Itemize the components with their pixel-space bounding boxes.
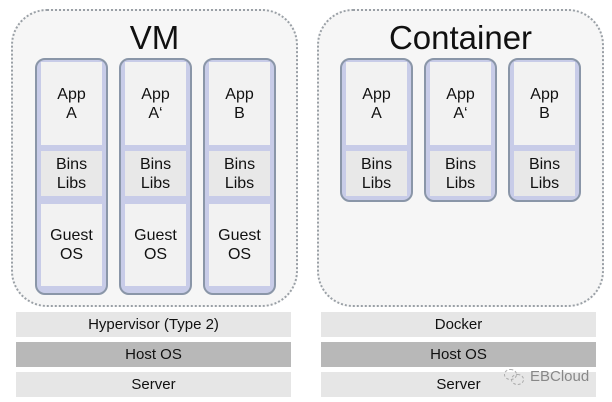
vm-server-layer: Server [16,372,291,397]
docker-layer: Docker [321,312,596,337]
vm-title: VM [129,19,180,56]
guest-os-layer: Guest OS [209,204,270,286]
container-host-os-layer: Host OS [321,342,596,367]
guest-os-layer: Guest OS [125,204,186,286]
bins-libs-layer: Bins Libs [514,151,575,196]
container-server-layer: Server [321,372,596,397]
bins-libs-layer: Bins Libs [209,151,270,196]
bins-libs-layer: Bins Libs [125,151,186,196]
container-stack-app-a: App A Bins Libs [340,58,413,202]
watermark-text: EBCloud [530,368,590,385]
bins-libs-layer: Bins Libs [346,151,407,196]
app-layer: App A‘ [125,62,186,145]
container-stack-app-a-prime: App A‘ Bins Libs [424,58,497,202]
guest-os-layer: Guest OS [41,204,102,286]
wechat-icon [504,368,524,385]
vm-stack-app-a-prime: App A‘ Bins Libs Guest OS [119,58,192,295]
app-layer: App B [209,62,270,145]
app-layer: App A [346,62,407,145]
vm-stack-app-a: App A Bins Libs Guest OS [35,58,108,295]
app-layer: App B [514,62,575,145]
bins-libs-layer: Bins Libs [430,151,491,196]
vm-host-os-layer: Host OS [16,342,291,367]
vm-stack-app-b: App B Bins Libs Guest OS [203,58,276,295]
watermark: EBCloud [504,368,589,385]
container-stack-app-b: App B Bins Libs [508,58,581,202]
hypervisor-layer: Hypervisor (Type 2) [16,312,291,337]
app-layer: App A‘ [430,62,491,145]
app-layer: App A [41,62,102,145]
container-title: Container [388,19,533,56]
bins-libs-layer: Bins Libs [41,151,102,196]
